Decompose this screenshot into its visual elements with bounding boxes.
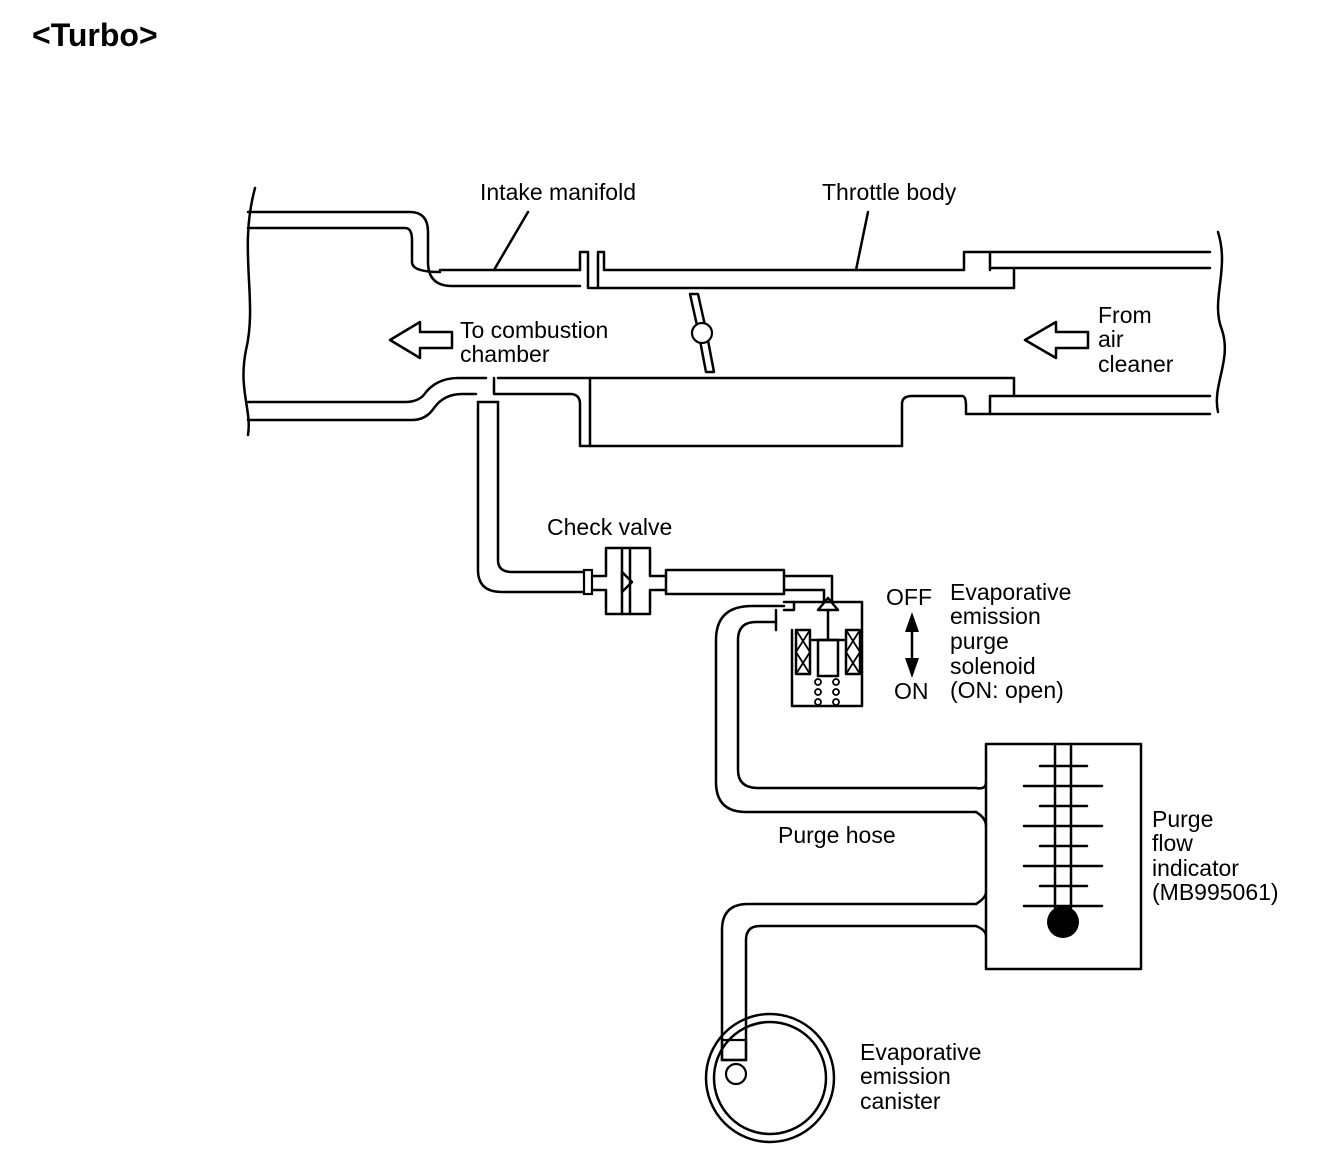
label-indicator-3: indicator bbox=[1152, 855, 1239, 881]
hose-manifold-to-valve bbox=[476, 400, 594, 596]
label-canister-1: Evaporative bbox=[860, 1039, 981, 1065]
label-solenoid-2: emission bbox=[950, 603, 1041, 629]
purge-solenoid bbox=[782, 596, 864, 708]
arrow-from-air bbox=[1023, 320, 1090, 360]
check-valve bbox=[590, 546, 668, 616]
label-from-air-1: From bbox=[1098, 302, 1152, 328]
leader-throttle-body bbox=[854, 210, 870, 272]
intake-passage bbox=[242, 186, 1227, 448]
hose-indicator-to-canister bbox=[720, 890, 988, 1062]
label-to-combustion-1: To combustion bbox=[460, 317, 608, 343]
label-indicator-4: (MB995061) bbox=[1152, 879, 1279, 905]
label-solenoid-5: (ON: open) bbox=[950, 677, 1064, 703]
label-indicator-2: flow bbox=[1152, 830, 1193, 856]
arrow-to-combustion bbox=[388, 320, 454, 360]
label-canister-3: canister bbox=[860, 1088, 941, 1114]
label-from-air-2: air bbox=[1098, 326, 1124, 352]
label-solenoid-4: solenoid bbox=[950, 653, 1036, 679]
label-to-combustion-2: chamber bbox=[460, 341, 550, 367]
label-check-valve: Check valve bbox=[547, 514, 672, 540]
label-throttle-body: Throttle body bbox=[822, 179, 957, 205]
leader-intake-manifold bbox=[492, 210, 530, 272]
label-solenoid-1: Evaporative bbox=[950, 579, 1071, 605]
label-from-air-3: cleaner bbox=[1098, 351, 1174, 377]
page-title: <Turbo> bbox=[32, 17, 158, 53]
label-solenoid-3: purge bbox=[950, 628, 1009, 654]
purge-flow-indicator bbox=[984, 742, 1143, 971]
label-off: OFF bbox=[886, 584, 932, 610]
label-indicator-1: Purge bbox=[1152, 806, 1213, 832]
label-on: ON bbox=[894, 678, 929, 704]
off-on-arrow-icon bbox=[905, 612, 919, 678]
hose-valve-to-solenoid bbox=[664, 568, 834, 604]
label-canister-2: emission bbox=[860, 1063, 951, 1089]
label-purge-hose: Purge hose bbox=[778, 822, 896, 848]
label-intake-manifold: Intake manifold bbox=[480, 179, 636, 205]
evaporative-emission-canister bbox=[704, 1012, 836, 1144]
